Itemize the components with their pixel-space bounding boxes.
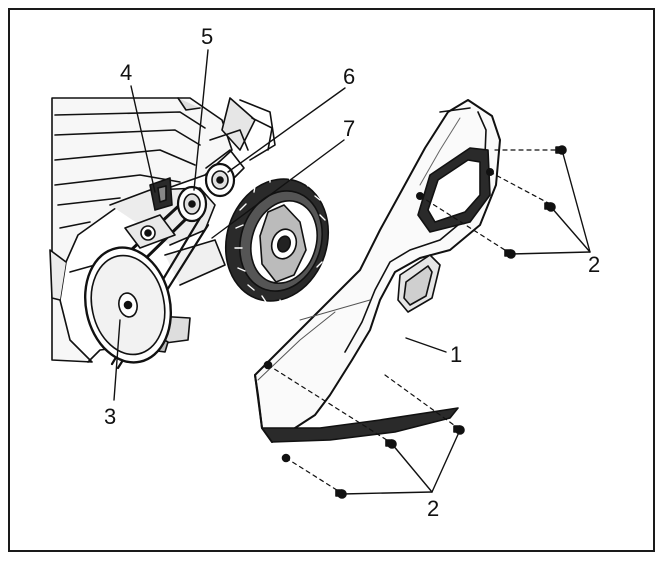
callout-4: 4 xyxy=(120,60,132,85)
callout-6: 6 xyxy=(343,64,355,89)
small-pulley xyxy=(176,185,208,223)
idler-pulley xyxy=(204,129,249,198)
wheel xyxy=(224,173,330,308)
belt-guide xyxy=(124,177,176,249)
callout-2-right: 2 xyxy=(588,252,600,277)
side-cover xyxy=(254,99,501,463)
callout-2-bottom: 2 xyxy=(427,496,439,521)
leader-lines xyxy=(113,49,591,495)
callout-7: 7 xyxy=(343,116,355,141)
callout-3: 3 xyxy=(104,404,116,429)
large-pulley xyxy=(83,246,173,364)
machine-housing xyxy=(49,97,276,363)
callout-5: 5 xyxy=(201,24,213,49)
screws-bottom xyxy=(267,364,465,499)
callout-1: 1 xyxy=(450,342,462,367)
